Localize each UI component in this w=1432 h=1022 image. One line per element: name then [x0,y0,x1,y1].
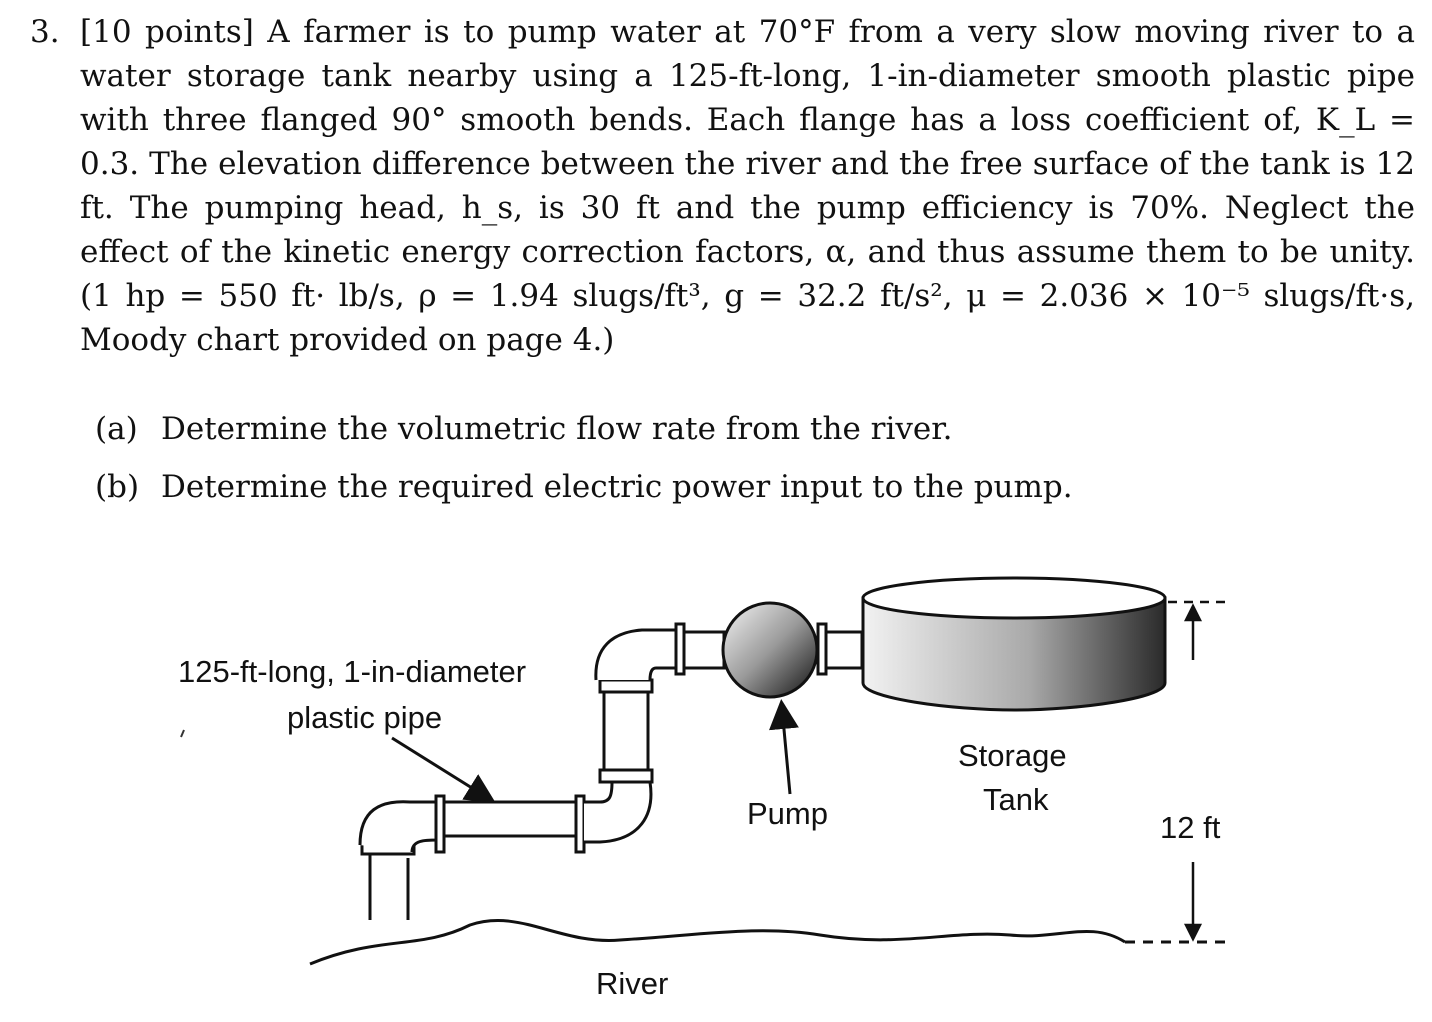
tank-label-line2: Tank [983,782,1049,817]
pump-system-diagram [180,576,1225,966]
river-label: River [596,966,669,1001]
part-a-text: Determine the volumetric flow rate from … [161,411,953,447]
question-parts: (a) Determine the volumetric flow rate fr… [95,400,1073,516]
problem-number: 3. [30,14,60,50]
stray-mark [180,729,185,738]
pipe-label-line1: 125-ft-long, 1-in-diameter [178,654,527,689]
pipe-system [358,622,864,920]
elevation-dimension [1168,600,1225,942]
part-b: (b) Determine the required electric power… [95,458,1073,516]
pump-label: Pump [747,796,828,831]
height-label: 12 ft [1160,810,1221,845]
part-a-label: (a) [95,411,138,447]
problem-statement: 3. [10 points] A farmer is to pump water… [30,10,1415,362]
storage-tank-icon [861,576,1167,712]
pump-icon [721,601,819,699]
pump-label-arrow [769,699,799,795]
part-a: (a) Determine the volumetric flow rate fr… [95,400,1073,458]
tank-label-line1: Storage [958,738,1067,773]
part-b-text: Determine the required electric power in… [161,469,1073,505]
part-b-label: (b) [95,469,140,505]
pipe-label-arrow [391,736,496,803]
problem-text: [10 points] A farmer is to pump water at… [80,14,1415,358]
pump-system-figure: 125-ft-long, 1-in-diameter plastic pipe … [0,540,1432,1018]
river-surface [309,919,1225,966]
pipe-label-line2: plastic pipe [287,700,443,735]
